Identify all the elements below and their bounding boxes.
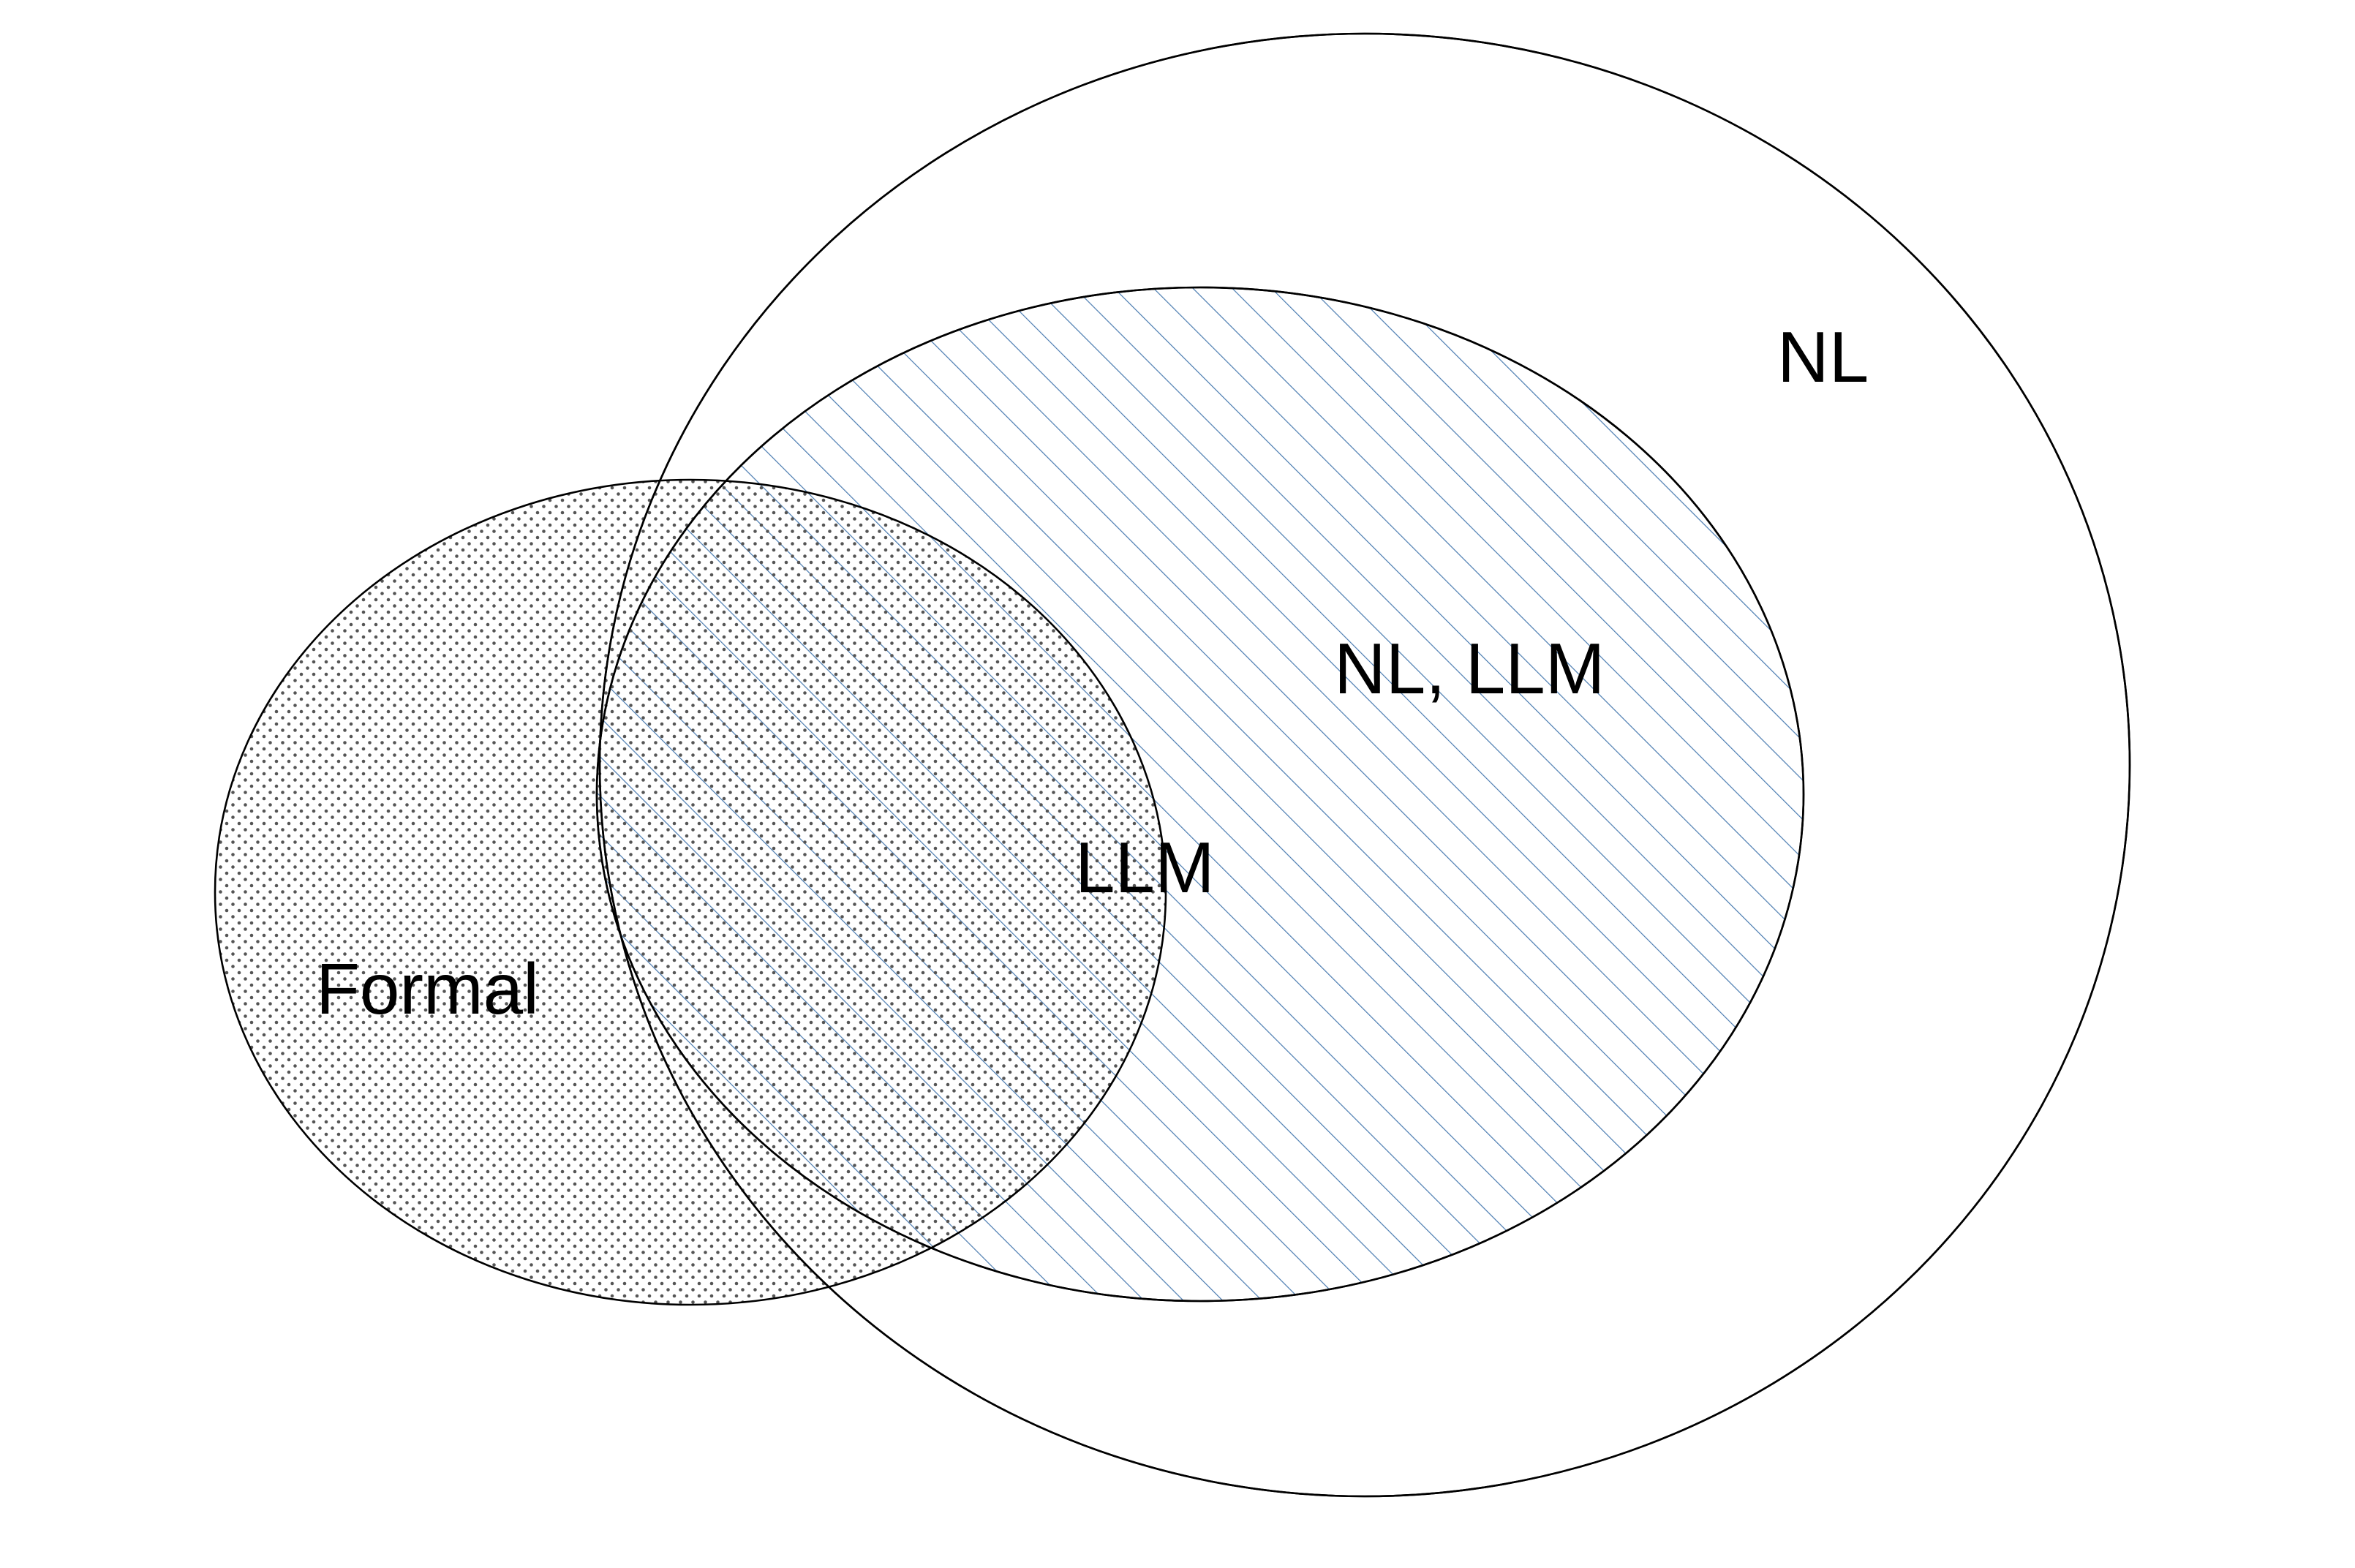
nl-region-outline — [598, 32, 2131, 1498]
nl-llm-region-outline — [595, 286, 1805, 1303]
llm-label: LLM — [1075, 827, 1215, 908]
formal-region — [214, 478, 1167, 1306]
formal-label: Formal — [316, 949, 539, 1029]
nl-label: NL — [1777, 317, 1869, 397]
nl-llm-label: NL, LLM — [1334, 628, 1605, 709]
